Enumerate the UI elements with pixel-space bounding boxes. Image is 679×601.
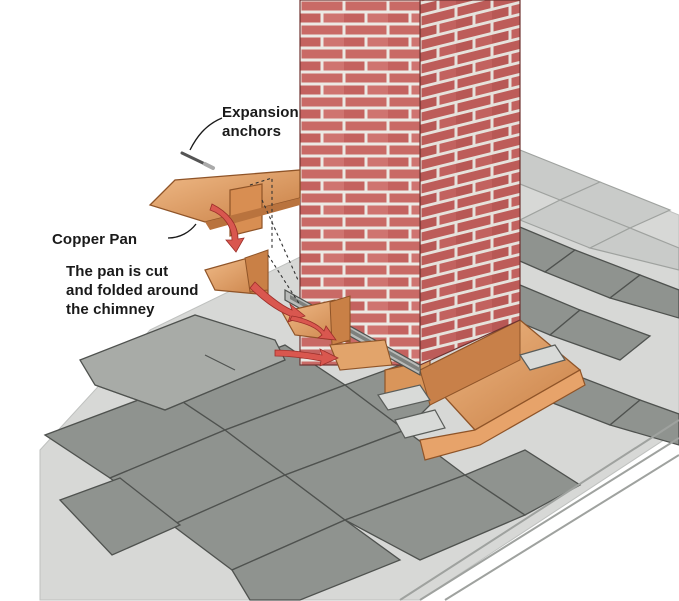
label-cut-and-folded: The pan is cut and folded around the chi… <box>66 263 199 318</box>
upper-shingles <box>478 149 679 271</box>
label-copper-pan: Copper Pan <box>52 231 138 248</box>
flashing-clips <box>377 344 566 439</box>
label-expansion-anchors: Expansion anchors <box>222 104 299 140</box>
guide-lines <box>249 177 301 306</box>
expansion-anchor-icon <box>180 151 215 170</box>
chimney-side-face <box>419 0 521 366</box>
movement-arrows <box>209 203 339 367</box>
label-leaders <box>167 117 223 239</box>
roof-eave <box>399 419 679 601</box>
lifted-shingle <box>79 314 286 411</box>
copper-pan-piece <box>148 169 301 237</box>
